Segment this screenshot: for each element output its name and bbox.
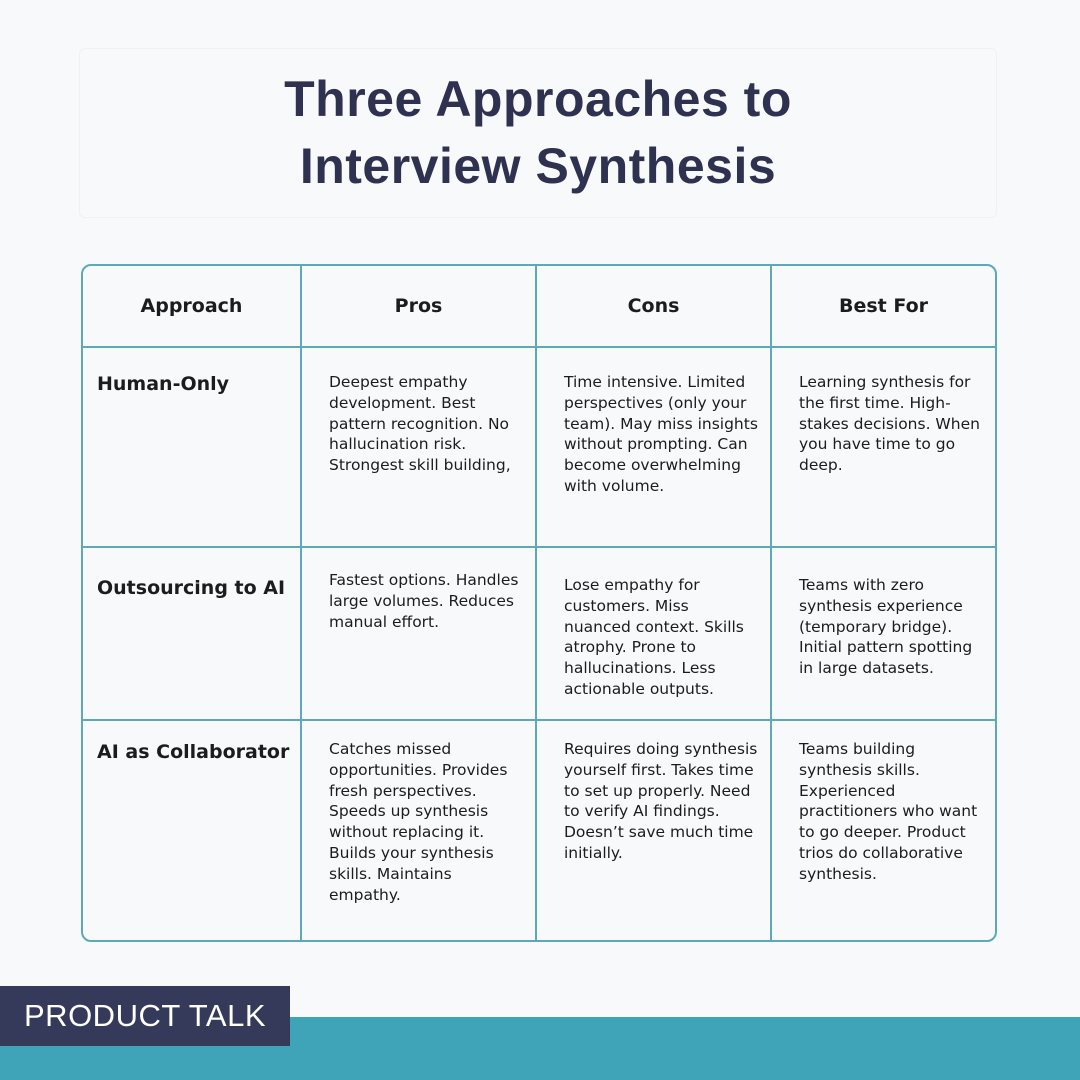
cell-cons: Time intensive. Limited perspectives (on…	[537, 348, 772, 548]
cell-best-for: Teams with zero synthesis experience (te…	[772, 548, 995, 721]
cell-pros: Fastest options. Handles large volumes. …	[302, 548, 537, 721]
column-header-best-for: Best For	[772, 266, 995, 348]
page-title: Three Approaches to Interview Synthesis	[284, 66, 792, 200]
title-card: Three Approaches to Interview Synthesis	[79, 48, 997, 218]
row-header-human-only: Human-Only	[83, 348, 302, 548]
title-line-1: Three Approaches to	[284, 71, 792, 127]
brand-logo: PRODUCT TALK	[0, 986, 290, 1046]
comparison-table: Approach Pros Cons Best For Human-Only D…	[81, 264, 997, 942]
column-header-pros: Pros	[302, 266, 537, 348]
cell-cons: Requires doing synthesis yourself first.…	[537, 721, 772, 940]
cell-pros: Catches missed opportunities. Provides f…	[302, 721, 537, 940]
row-header-outsourcing-to-ai: Outsourcing to AI	[83, 548, 302, 721]
cell-best-for: Learning synthesis for the first time. H…	[772, 348, 995, 548]
cell-best-for: Teams building synthesis skills. Experie…	[799, 740, 978, 883]
column-header-cons: Cons	[537, 266, 772, 348]
cell-pros: Deepest empathy development. Best patter…	[302, 348, 537, 548]
cell-cons: Lose empathy for customers. Miss nuanced…	[537, 548, 772, 721]
column-header-approach: Approach	[83, 266, 302, 348]
row-header-ai-as-collaborator: AI as Collaborator	[83, 721, 302, 940]
title-line-2: Interview Synthesis	[299, 138, 777, 194]
